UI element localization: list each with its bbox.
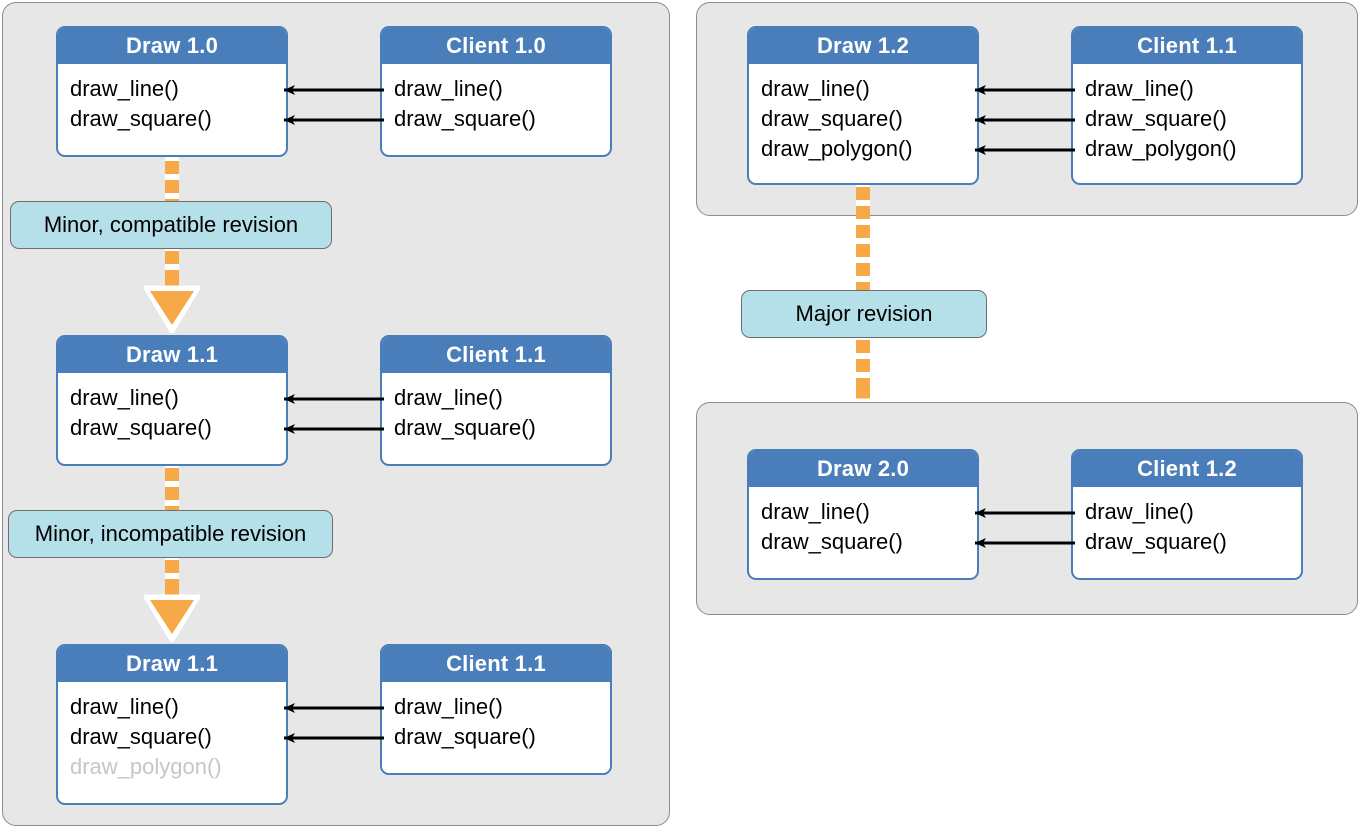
card-method-list: draw_line() draw_square() draw_polygon(): [58, 682, 286, 790]
card-method-list: draw_line() draw_square(): [58, 64, 286, 142]
card-client-1-1-b[interactable]: Client 1.1 draw_line() draw_square(): [380, 644, 612, 775]
transition-label-text: Minor, compatible revision: [43, 212, 299, 237]
method-item: draw_square(): [394, 724, 536, 749]
transition-label-text: Minor, incompatible revision: [34, 521, 307, 546]
method-item: draw_square(): [1085, 106, 1227, 131]
major-revision-dash-b: [856, 338, 870, 404]
method-item: draw_square(): [70, 415, 212, 440]
card-client-1-1-a[interactable]: Client 1.1 draw_line() draw_square(): [380, 335, 612, 466]
card-client-1-2[interactable]: Client 1.2 draw_line() draw_square(): [1071, 449, 1303, 580]
major-revision-dash-a: [856, 185, 870, 290]
method-item: draw_line(): [761, 499, 870, 524]
card-method-list: draw_line() draw_square() draw_polygon(): [749, 64, 977, 172]
revision-dash-1b: [165, 249, 179, 291]
call-arrows-row-1: [284, 85, 384, 125]
method-item: draw_square(): [70, 106, 212, 131]
method-item: draw_square(): [394, 415, 536, 440]
card-library-draw-1-2[interactable]: Draw 1.2 draw_line() draw_square() draw_…: [747, 26, 979, 185]
method-item: draw_line(): [70, 76, 179, 101]
method-item: draw_line(): [761, 76, 870, 101]
method-item: draw_line(): [70, 385, 179, 410]
card-library-draw-1-1-a[interactable]: Draw 1.1 draw_line() draw_square(): [56, 335, 288, 466]
card-title: Client 1.1: [382, 646, 610, 682]
revision-dash-2b: [165, 558, 179, 600]
method-item: draw_square(): [761, 529, 903, 554]
call-arrows-row-3: [284, 703, 384, 743]
card-method-list: draw_line() draw_square(): [382, 682, 610, 760]
revision-dash-1a: [165, 157, 179, 207]
method-item: draw_square(): [70, 724, 212, 749]
card-title: Client 1.2: [1073, 451, 1301, 487]
call-arrows-right-top: [975, 85, 1075, 155]
method-item-unavailable: draw_polygon(): [70, 754, 222, 779]
call-arrows-right-bottom: [975, 508, 1075, 548]
card-method-list: draw_line() draw_square(): [749, 487, 977, 565]
method-item: draw_line(): [70, 694, 179, 719]
transition-label-minor-compatible: Minor, compatible revision: [10, 201, 332, 249]
card-client-1-0[interactable]: Client 1.0 draw_line() draw_square(): [380, 26, 612, 157]
transition-label-text: Major revision: [795, 301, 933, 326]
card-title: Draw 1.0: [58, 28, 286, 64]
card-title: Draw 1.1: [58, 337, 286, 373]
card-title: Draw 1.2: [749, 28, 977, 64]
card-library-draw-1-0[interactable]: Draw 1.0 draw_line() draw_square(): [56, 26, 288, 157]
card-title: Client 1.1: [1073, 28, 1301, 64]
method-item: draw_square(): [394, 106, 536, 131]
revision-arrowhead-1: [144, 285, 200, 333]
method-item: draw_square(): [1085, 529, 1227, 554]
revision-arrowhead-2: [144, 594, 200, 642]
call-arrows-row-2: [284, 394, 384, 434]
transition-label-minor-incompatible: Minor, incompatible revision: [8, 510, 333, 558]
card-library-draw-1-1-b[interactable]: Draw 1.1 draw_line() draw_square() draw_…: [56, 644, 288, 805]
card-client-1-1-right[interactable]: Client 1.1 draw_line() draw_square() dra…: [1071, 26, 1303, 185]
card-title: Client 1.0: [382, 28, 610, 64]
method-item: draw_polygon(): [1085, 136, 1237, 161]
method-item: draw_line(): [394, 694, 503, 719]
transition-label-major-revision: Major revision: [741, 290, 987, 338]
card-title: Draw 1.1: [58, 646, 286, 682]
card-title: Draw 2.0: [749, 451, 977, 487]
revision-dash-2a: [165, 466, 179, 510]
method-item: draw_polygon(): [761, 136, 913, 161]
method-item: draw_line(): [1085, 499, 1194, 524]
card-method-list: draw_line() draw_square(): [1073, 487, 1301, 565]
card-method-list: draw_line() draw_square() draw_polygon(): [1073, 64, 1301, 172]
card-method-list: draw_line() draw_square(): [58, 373, 286, 451]
card-method-list: draw_line() draw_square(): [382, 373, 610, 451]
card-title: Client 1.1: [382, 337, 610, 373]
card-method-list: draw_line() draw_square(): [382, 64, 610, 142]
method-item: draw_line(): [1085, 76, 1194, 101]
method-item: draw_line(): [394, 76, 503, 101]
method-item: draw_line(): [394, 385, 503, 410]
method-item: draw_square(): [761, 106, 903, 131]
card-library-draw-2-0[interactable]: Draw 2.0 draw_line() draw_square(): [747, 449, 979, 580]
